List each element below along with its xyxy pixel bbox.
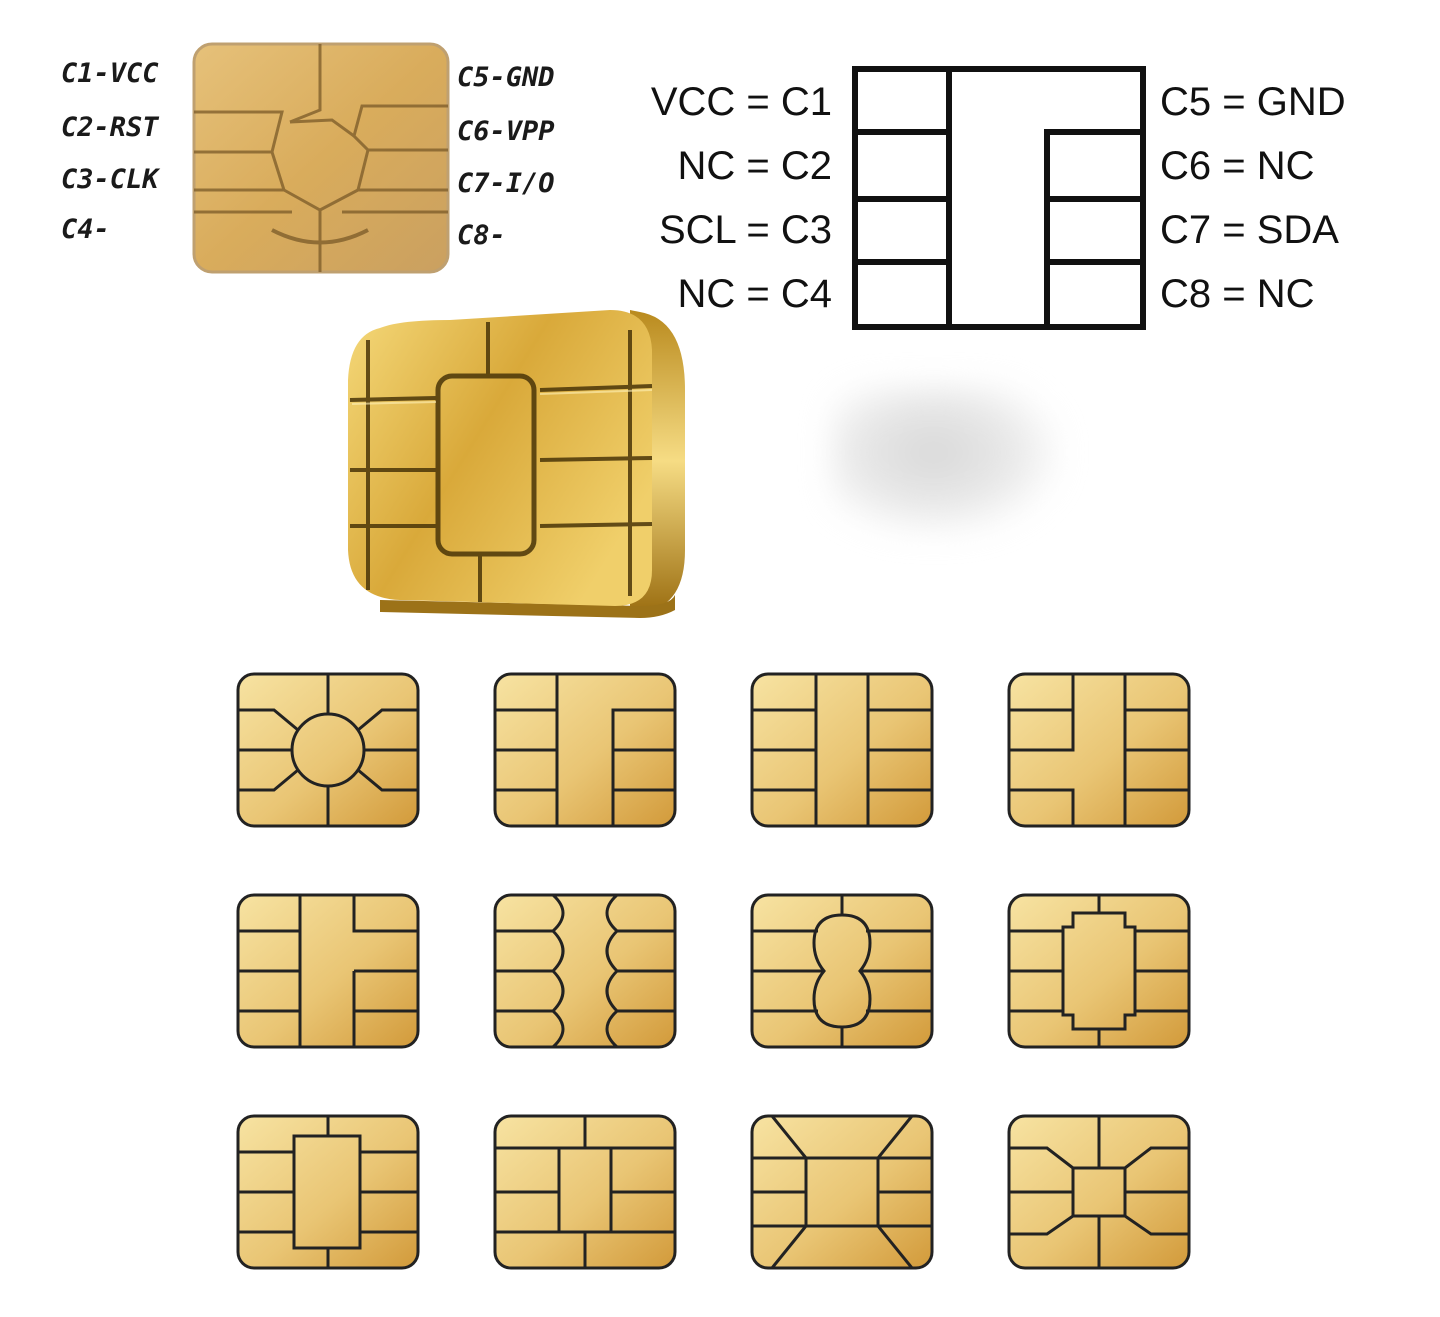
chip-variant-cross-left bbox=[236, 893, 420, 1049]
real-chip-label-c4: C4- bbox=[61, 214, 110, 245]
chip-variant-grid bbox=[236, 672, 1196, 1272]
schematic-label-c3: SCL = C3 bbox=[658, 208, 832, 252]
schematic-label-c6: C6 = NC bbox=[1160, 144, 1315, 188]
chip-variant-scalloped bbox=[493, 893, 677, 1049]
schematic-label-c5: C5 = GND bbox=[1160, 80, 1346, 124]
chip-variant-small-rect-center bbox=[493, 1114, 677, 1270]
chip-variant-octagon-square bbox=[1007, 1114, 1191, 1270]
schematic-label-c8: C8 = NC bbox=[1160, 272, 1315, 316]
schematic-label-c7: C7 = SDA bbox=[1160, 208, 1339, 252]
chip-variant-octagon-center bbox=[1007, 893, 1191, 1049]
real-chip-label-c3: C3-CLK bbox=[61, 164, 159, 195]
schematic-label-c4: NC = C4 bbox=[677, 272, 833, 316]
real-chip-label-c1: C1-VCC bbox=[61, 58, 159, 89]
schematic-figure: VCC = C1 NC = C2 SCL = C3 NC = C4 C5 = G… bbox=[620, 60, 1380, 340]
chip-variant-round-center bbox=[236, 672, 420, 828]
real-chip-label-c6: C6-VPP bbox=[457, 116, 555, 147]
schematic-label-c1: VCC = C1 bbox=[650, 80, 832, 124]
real-chip-label-c5: C5-GND bbox=[457, 62, 555, 93]
gold-chip-3d bbox=[348, 310, 685, 618]
real-chip-contact bbox=[192, 42, 450, 274]
chip-variant-notched-right bbox=[1007, 672, 1191, 828]
real-chip-label-c7: C7-I/O bbox=[457, 168, 555, 199]
chip-variant-vertical-bar bbox=[750, 672, 934, 828]
real-chip-figure: C1-VCC C2-RST C3-CLK C4- C5-GND C6-VPP C… bbox=[55, 40, 615, 280]
chip-variant-rect-center bbox=[236, 1114, 420, 1270]
real-chip-label-c8: C8- bbox=[457, 220, 506, 251]
chip-variant-peanut bbox=[750, 893, 934, 1049]
chip-variant-x-top-bottom bbox=[750, 1114, 934, 1270]
real-chip-label-c2: C2-RST bbox=[61, 112, 159, 143]
blurred-region bbox=[830, 385, 1060, 535]
schematic-contact-outline bbox=[852, 66, 1146, 330]
chip-variant-t-shape-right bbox=[493, 672, 677, 828]
schematic-label-c2: NC = C2 bbox=[677, 144, 833, 188]
